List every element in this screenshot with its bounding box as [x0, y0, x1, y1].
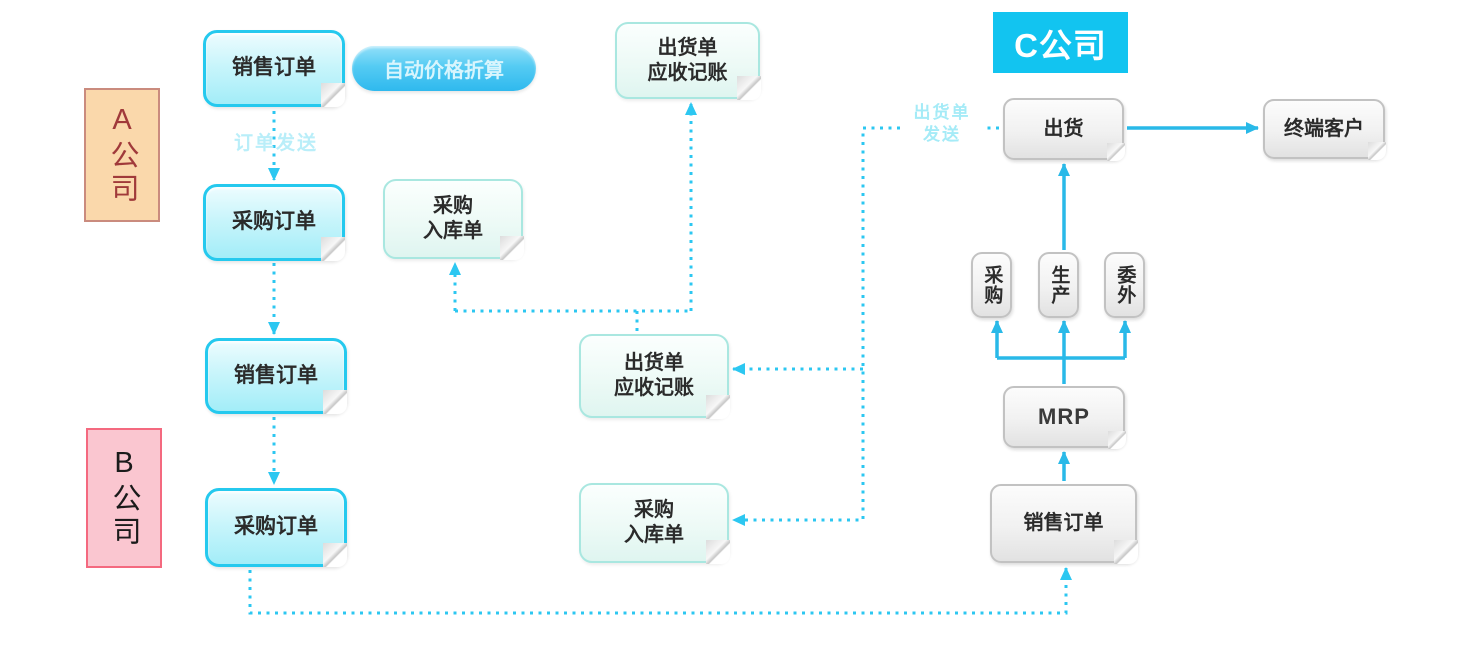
company-b-label: B公司 [86, 428, 162, 568]
node-a-shipment-receivable: 出货单 应收记账 [615, 22, 761, 100]
page-fold-icon [1368, 142, 1386, 160]
arrow-b-purchase-to-c-sales [248, 567, 1072, 615]
ship-send-text-line2: 发送 [923, 125, 961, 145]
node-label-line2: 应收记账 [614, 377, 694, 399]
page-fold-icon [706, 395, 730, 419]
node-label-line2: 应收记账 [647, 61, 728, 84]
company-b-text: B公司 [108, 447, 140, 549]
page-fold-icon [1114, 540, 1138, 564]
auto-price-badge: 自动价格折算 [352, 46, 536, 91]
node-c-sales-order: 销售订单 [990, 484, 1138, 564]
node-label: 采购订单 [234, 515, 318, 539]
node-b-shipment-receivable: 出货单 应收记账 [579, 334, 730, 419]
node-label-line1: 出货单 [657, 36, 718, 59]
node-label: 终端客户 [1284, 117, 1364, 140]
page-fold-icon [321, 83, 345, 107]
page-fold-icon [737, 76, 761, 100]
page-fold-icon [1107, 143, 1125, 161]
node-b-purchase-order: 采购订单 [205, 488, 347, 567]
order-send-text: 订单发送 [233, 133, 318, 154]
auto-price-label: 自动价格折算 [384, 60, 504, 82]
node-b-sales-order: 销售订单 [205, 338, 347, 414]
node-label-line1: 出货单 [624, 352, 684, 374]
page-fold-icon [500, 236, 524, 260]
ship-send-text-line1: 出货单 [913, 103, 971, 122]
node-a-sales-order: 销售订单 [203, 30, 345, 107]
node-label-line2: 入库单 [423, 220, 483, 242]
node-c-production: 生产 [1038, 252, 1079, 318]
node-b-purchase-receipt: 采购 入库单 [579, 483, 730, 564]
page-fold-icon [323, 390, 347, 414]
page-fold-icon [321, 237, 345, 261]
page-fold-icon [323, 543, 347, 567]
company-c-label: C公司 [993, 12, 1128, 73]
node-label: 销售订单 [232, 56, 316, 80]
node-label: 委外 [1114, 265, 1136, 305]
node-c-purchase: 采购 [971, 252, 1012, 318]
node-c-outsource: 委外 [1104, 252, 1145, 318]
node-label-line1: 采购 [433, 195, 473, 217]
arrow-c-ship-to-b-receipt [732, 126, 900, 526]
node-end-customer: 终端客户 [1263, 99, 1386, 160]
company-a-label: A公司 [84, 88, 160, 222]
node-label: 采购订单 [232, 210, 316, 234]
company-c-text: C公司 [1014, 26, 1107, 64]
node-a-purchase-order: 采购订单 [203, 184, 345, 261]
ship-send-label: 出货单 发送 [903, 102, 981, 146]
node-label: 生产 [1048, 265, 1070, 305]
company-a-text: A公司 [106, 104, 138, 206]
node-label: 采购 [981, 265, 1003, 305]
node-label-line1: 采购 [634, 499, 674, 521]
node-label-line2: 入库单 [624, 524, 684, 546]
node-label: 销售订单 [234, 363, 318, 387]
node-label: MRP [1038, 404, 1090, 430]
node-c-ship: 出货 [1003, 98, 1125, 161]
node-a-purchase-receipt: 采购 入库单 [383, 179, 524, 260]
node-label: 销售订单 [1023, 512, 1104, 534]
node-label: 出货 [1043, 117, 1084, 140]
page-fold-icon [1108, 431, 1126, 449]
node-mrp: MRP [1003, 386, 1126, 449]
order-send-label: 订单发送 [226, 132, 326, 157]
page-fold-icon [706, 540, 730, 564]
